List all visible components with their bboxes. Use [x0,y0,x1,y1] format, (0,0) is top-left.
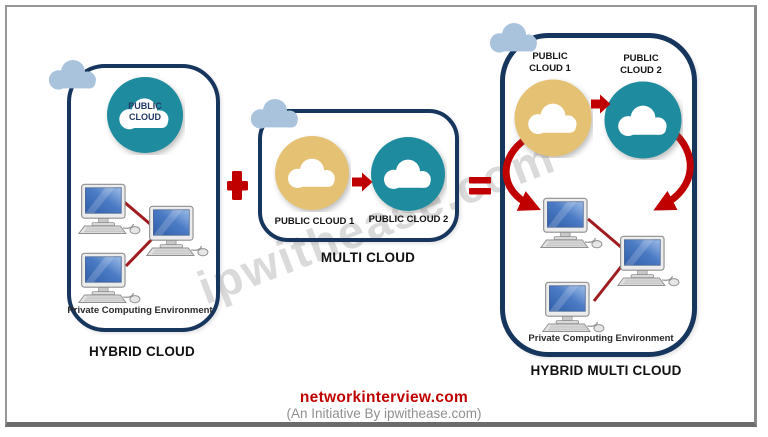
multi-cloud-title: MULTI CLOUD [320,250,416,265]
decorative-cloud-icon [42,57,104,92]
decorative-cloud-icon [483,20,545,55]
hybrid-multi-cloud-title: HYBRID MULTI CLOUD [530,363,682,378]
hybrid-cloud-box [67,64,220,332]
public-cloud-2-label: PUBLIC CLOUD 2 [368,214,449,225]
public-cloud-1-label: PUBLIC CLOUD 1 [274,216,355,227]
computer-icon [144,205,210,257]
public-cloud-2-circle [603,80,683,160]
footer-tagline: (An Initiative By ipwithease.com) [286,406,482,421]
private-computing-environment-label: Private Computing Environment [67,305,213,316]
computer-icon [538,197,604,249]
computer-icon [540,281,606,333]
multi-cloud-box [258,109,459,242]
private-computing-environment-label: Private Computing Environment [528,333,674,344]
public-cloud-label: PUBLIC CLOUD [128,101,162,122]
computer-icon [615,235,681,287]
public-cloud-1-label: PUBLIC CLOUD 1 [529,51,571,74]
public-cloud-circle [105,75,185,155]
public-cloud-1-circle [273,134,351,212]
public-cloud-1-circle [513,78,593,158]
hybrid-cloud-title: HYBRID CLOUD [89,344,195,359]
footer-site-name: networkinterview.com [299,389,469,406]
public-cloud-2-label: PUBLIC CLOUD 2 [620,53,662,76]
computer-icon [76,252,142,304]
hybrid-multi-cloud-box [500,33,697,357]
public-cloud-2-circle [369,135,447,213]
computer-icon [76,183,142,235]
decorative-cloud-icon [244,96,306,131]
